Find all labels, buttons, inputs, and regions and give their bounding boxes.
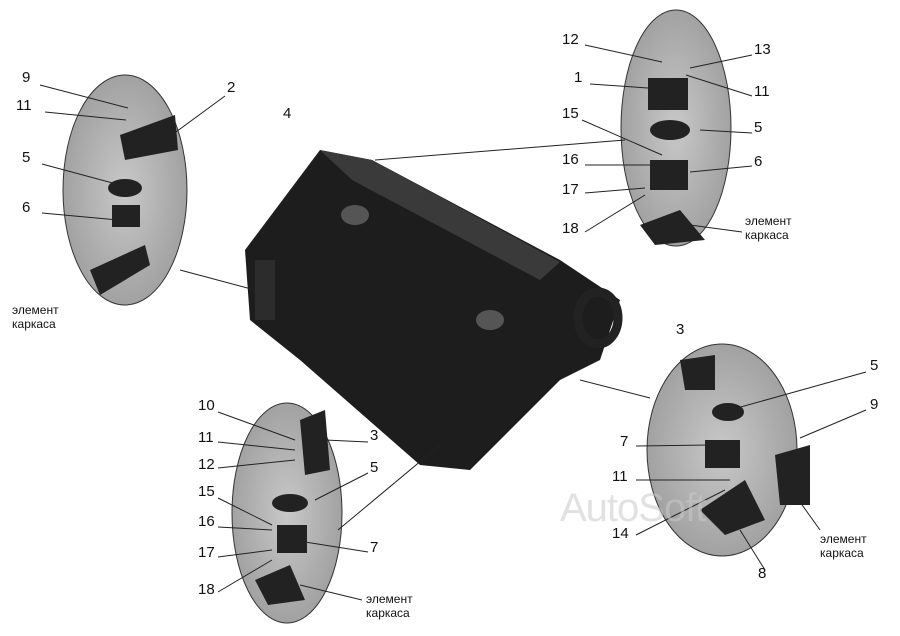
- callout-label: 17: [198, 544, 215, 561]
- frame-caption-line2: каркаса: [12, 317, 56, 331]
- callout-label: 18: [562, 220, 579, 237]
- frame-caption-line2: каркаса: [366, 606, 410, 620]
- frame-caption-line1: элемент: [366, 592, 413, 606]
- watermark: AutoSoft: [560, 486, 706, 530]
- callout-label: 7: [620, 433, 629, 450]
- callout-label: 6: [754, 153, 763, 170]
- engine-label: 4: [283, 105, 292, 122]
- callout-label: 8: [758, 565, 767, 582]
- callout-label: 6: [22, 199, 31, 216]
- callout-label: 1: [574, 69, 583, 86]
- callout-label: 12: [562, 31, 579, 48]
- callout-label: 14: [612, 525, 629, 542]
- frame-caption-line1: элемент: [820, 532, 867, 546]
- callout-label: 11: [612, 468, 628, 485]
- frame-caption-line1: элемент: [12, 303, 59, 317]
- callout-label: 9: [22, 69, 31, 86]
- callout-label: 5: [370, 459, 379, 476]
- callout-label: 16: [562, 151, 579, 168]
- callout-label: 12: [198, 456, 215, 473]
- engine-block: [245, 150, 623, 470]
- callout-label: 17: [562, 181, 579, 198]
- callout-label: 5: [870, 357, 879, 374]
- callout-label: 13: [754, 41, 771, 58]
- callout-label: 5: [754, 119, 763, 136]
- callout-label: 9: [870, 396, 879, 413]
- callout-label: 3: [676, 321, 685, 338]
- callout-label: 2: [227, 79, 236, 96]
- frame-caption-line2: каркаса: [820, 546, 864, 560]
- callout-label: 3: [370, 427, 379, 444]
- callout-label: 15: [562, 105, 579, 122]
- frame-caption-line1: элемент: [745, 214, 792, 228]
- callout-label: 16: [198, 513, 215, 530]
- callout-label: 11: [198, 429, 214, 446]
- callout-label: 11: [754, 83, 770, 100]
- callout-label: 7: [370, 539, 379, 556]
- callout-label: 18: [198, 581, 215, 598]
- callout-label: 11: [16, 97, 32, 114]
- frame-caption-line2: каркаса: [745, 228, 789, 242]
- callout-label: 10: [198, 397, 215, 414]
- callout-label: 5: [22, 149, 31, 166]
- callout-label: 15: [198, 483, 215, 500]
